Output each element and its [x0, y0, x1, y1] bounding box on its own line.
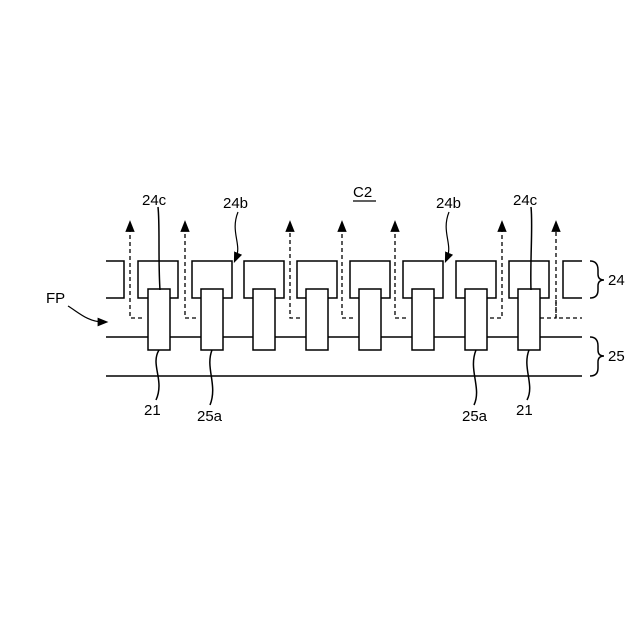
leader-21-left: [156, 350, 159, 400]
label-24b-right: 24b: [436, 195, 461, 212]
label-24c-left: 24c: [142, 192, 167, 209]
layer-24-blocks: [106, 261, 582, 298]
label-24b-left: 24b: [223, 195, 248, 212]
pillar-21: [518, 289, 540, 350]
pillar-25a: [201, 289, 223, 350]
pillar: [253, 289, 275, 350]
pillar: [306, 289, 328, 350]
leader-24b-right: [446, 212, 449, 258]
layer-24-right-partial-block: [563, 261, 582, 298]
label-21-right: 21: [516, 402, 533, 419]
label-fp: FP: [46, 290, 65, 307]
flow-return-path: [556, 300, 582, 318]
pillar: [359, 289, 381, 350]
label-24c-right: 24c: [513, 192, 538, 209]
brace-25: [590, 337, 604, 376]
label-ref-24: 24: [608, 272, 625, 289]
leader-25a-left: [210, 350, 213, 405]
leader-fp: [68, 306, 103, 322]
pillar-25a: [465, 289, 487, 350]
pillars: [148, 289, 540, 350]
label-25a-right: 25a: [462, 408, 488, 425]
label-25a-left: 25a: [197, 408, 223, 425]
label-ref-25: 25: [608, 348, 625, 365]
pillar-21: [148, 289, 170, 350]
pillar: [412, 289, 434, 350]
label-21-left: 21: [144, 402, 161, 419]
leader-25a-right: [473, 350, 476, 405]
leader-24c-right: [531, 207, 532, 290]
brace-24: [590, 261, 604, 298]
layer-24-left-partial-block: [106, 261, 124, 298]
leader-21-right: [527, 350, 530, 400]
leader-24b-left: [235, 212, 238, 258]
figure-label: C2: [353, 184, 372, 201]
